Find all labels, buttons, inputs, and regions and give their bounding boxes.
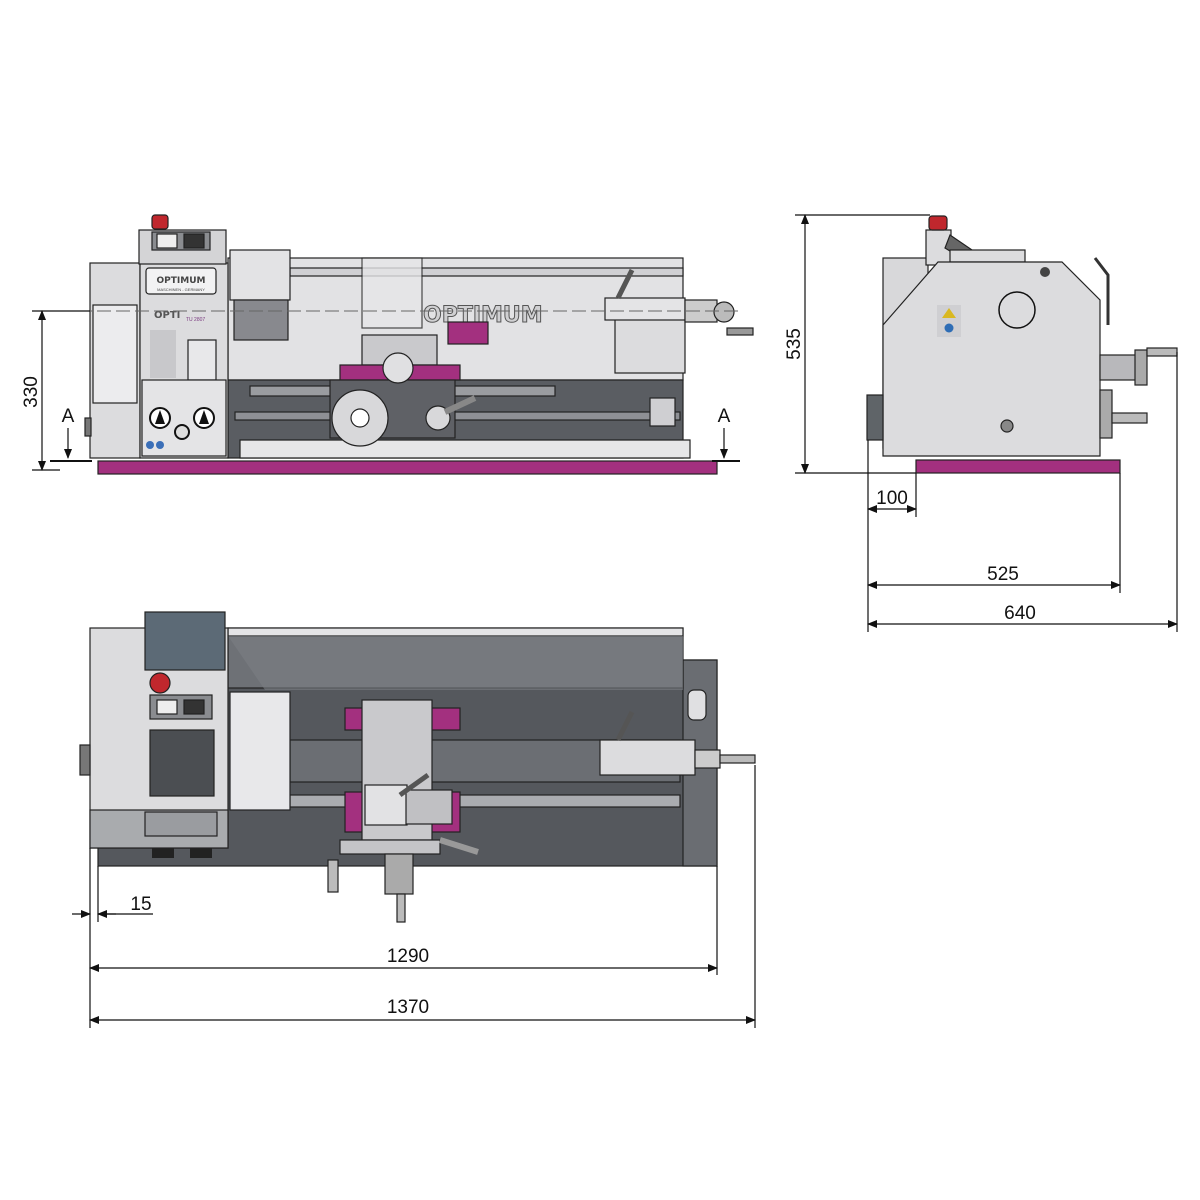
emergency-stop-button[interactable]: [151, 214, 169, 230]
dimension-label-1290: 1290: [387, 946, 429, 967]
dimension-label-15: 15: [130, 894, 151, 915]
logo-plate: [145, 267, 217, 295]
base-plate-front: [97, 460, 718, 475]
emergency-stop-side[interactable]: [928, 215, 948, 231]
warning-icon: [942, 308, 956, 318]
chuck-guard: [229, 249, 291, 301]
side-view: 535 100 525 640: [784, 214, 1178, 632]
tailstock-top: [599, 739, 696, 776]
top-view: 15 1290 1370: [72, 611, 756, 1028]
switch-icon: [183, 233, 205, 249]
power-socket-icon: [156, 233, 178, 249]
front-view: OPTIMUM MASCHINEN - GERMANY OPTI TU 2807…: [21, 214, 754, 475]
mandatory-icon: [944, 323, 954, 333]
tailstock: [614, 317, 686, 374]
section-label-left: A: [62, 406, 75, 427]
section-label-right: A: [718, 406, 731, 427]
leadscrew: [234, 411, 681, 421]
speed-chart-plate: [92, 304, 138, 404]
spindle-circle: [998, 291, 1036, 329]
logo-text: OPTIMUM: [157, 276, 206, 286]
dimension-label-640: 640: [1004, 603, 1036, 624]
tailstock-handwheel[interactable]: [713, 301, 735, 323]
chuck: [233, 299, 289, 341]
control-panel-window: [149, 729, 215, 797]
model-label: TU 2807: [186, 317, 205, 323]
dimension-label-1370: 1370: [387, 997, 429, 1018]
emergency-stop-top[interactable]: [149, 672, 171, 694]
logo-subtext: MASCHINEN - GERMANY: [157, 287, 205, 292]
tool-post: [361, 257, 423, 329]
dimension-label-100: 100: [876, 488, 908, 509]
dimension-label-525: 525: [987, 564, 1019, 585]
panel-logo: OPTI: [154, 310, 180, 321]
motor: [144, 611, 226, 671]
headstock-side-body: [882, 261, 1101, 457]
dimension-label-535: 535: [784, 328, 805, 360]
dimension-label-330: 330: [21, 376, 42, 408]
speed-dial[interactable]: [174, 424, 190, 440]
base-plate-side: [915, 459, 1121, 474]
